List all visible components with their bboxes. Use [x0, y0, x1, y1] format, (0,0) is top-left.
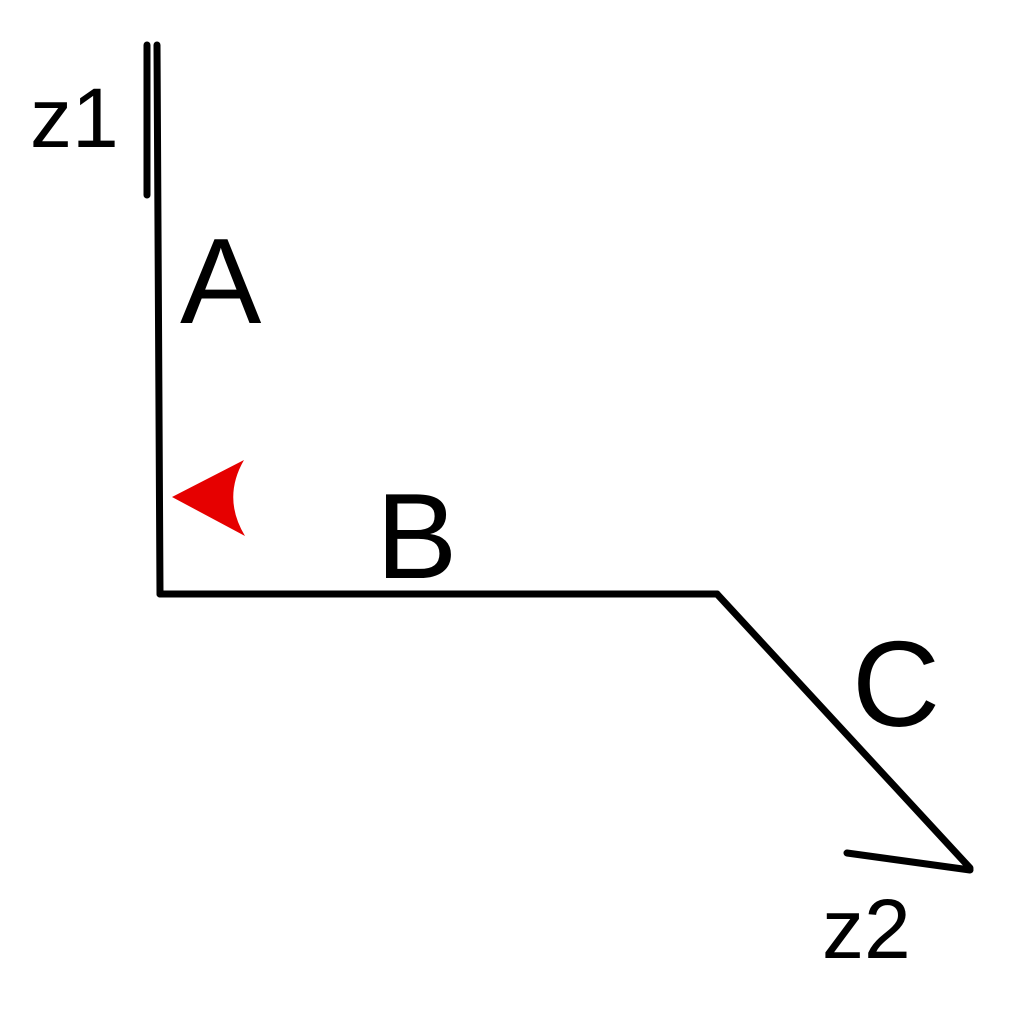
z2-end-marker — [843, 849, 974, 874]
segment-c-line — [713, 590, 974, 872]
label-c: C — [852, 616, 940, 752]
label-z1: z1 — [30, 71, 119, 165]
label-a: A — [180, 213, 262, 349]
red-arrow-marker-icon — [172, 460, 245, 536]
label-z2: z2 — [822, 882, 911, 976]
label-b: B — [376, 468, 457, 604]
segment-a-line — [153, 41, 164, 598]
